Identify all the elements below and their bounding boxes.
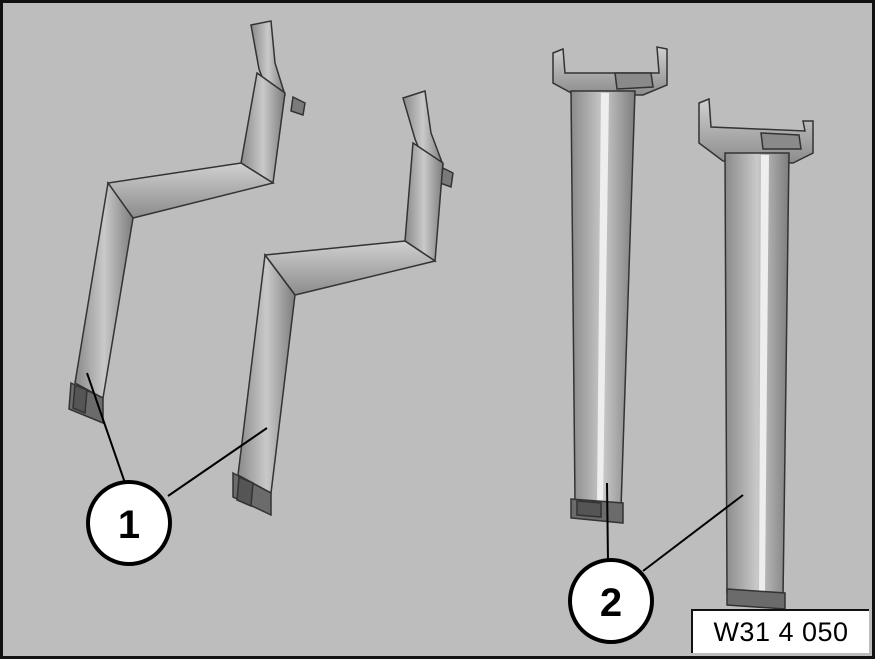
callout-circle (568, 558, 654, 644)
callout-circle (86, 480, 172, 566)
leader-line (642, 494, 744, 572)
callout-label: 1 (118, 503, 140, 547)
straight-bracket-right (698, 97, 814, 610)
tool-illustration: 1 2 (68, 20, 814, 644)
leader-line (606, 482, 609, 562)
leader-line (86, 372, 126, 484)
leader-line (167, 427, 268, 497)
offset-bracket-left (68, 20, 306, 425)
offset-bracket-right (232, 90, 454, 517)
straight-bracket-left (552, 46, 668, 524)
callout-2: 2 (568, 482, 744, 644)
callout-label: 2 (600, 581, 622, 625)
figure-reference-code: W31 4 050 (691, 609, 869, 653)
callout-1: 1 (86, 372, 268, 566)
